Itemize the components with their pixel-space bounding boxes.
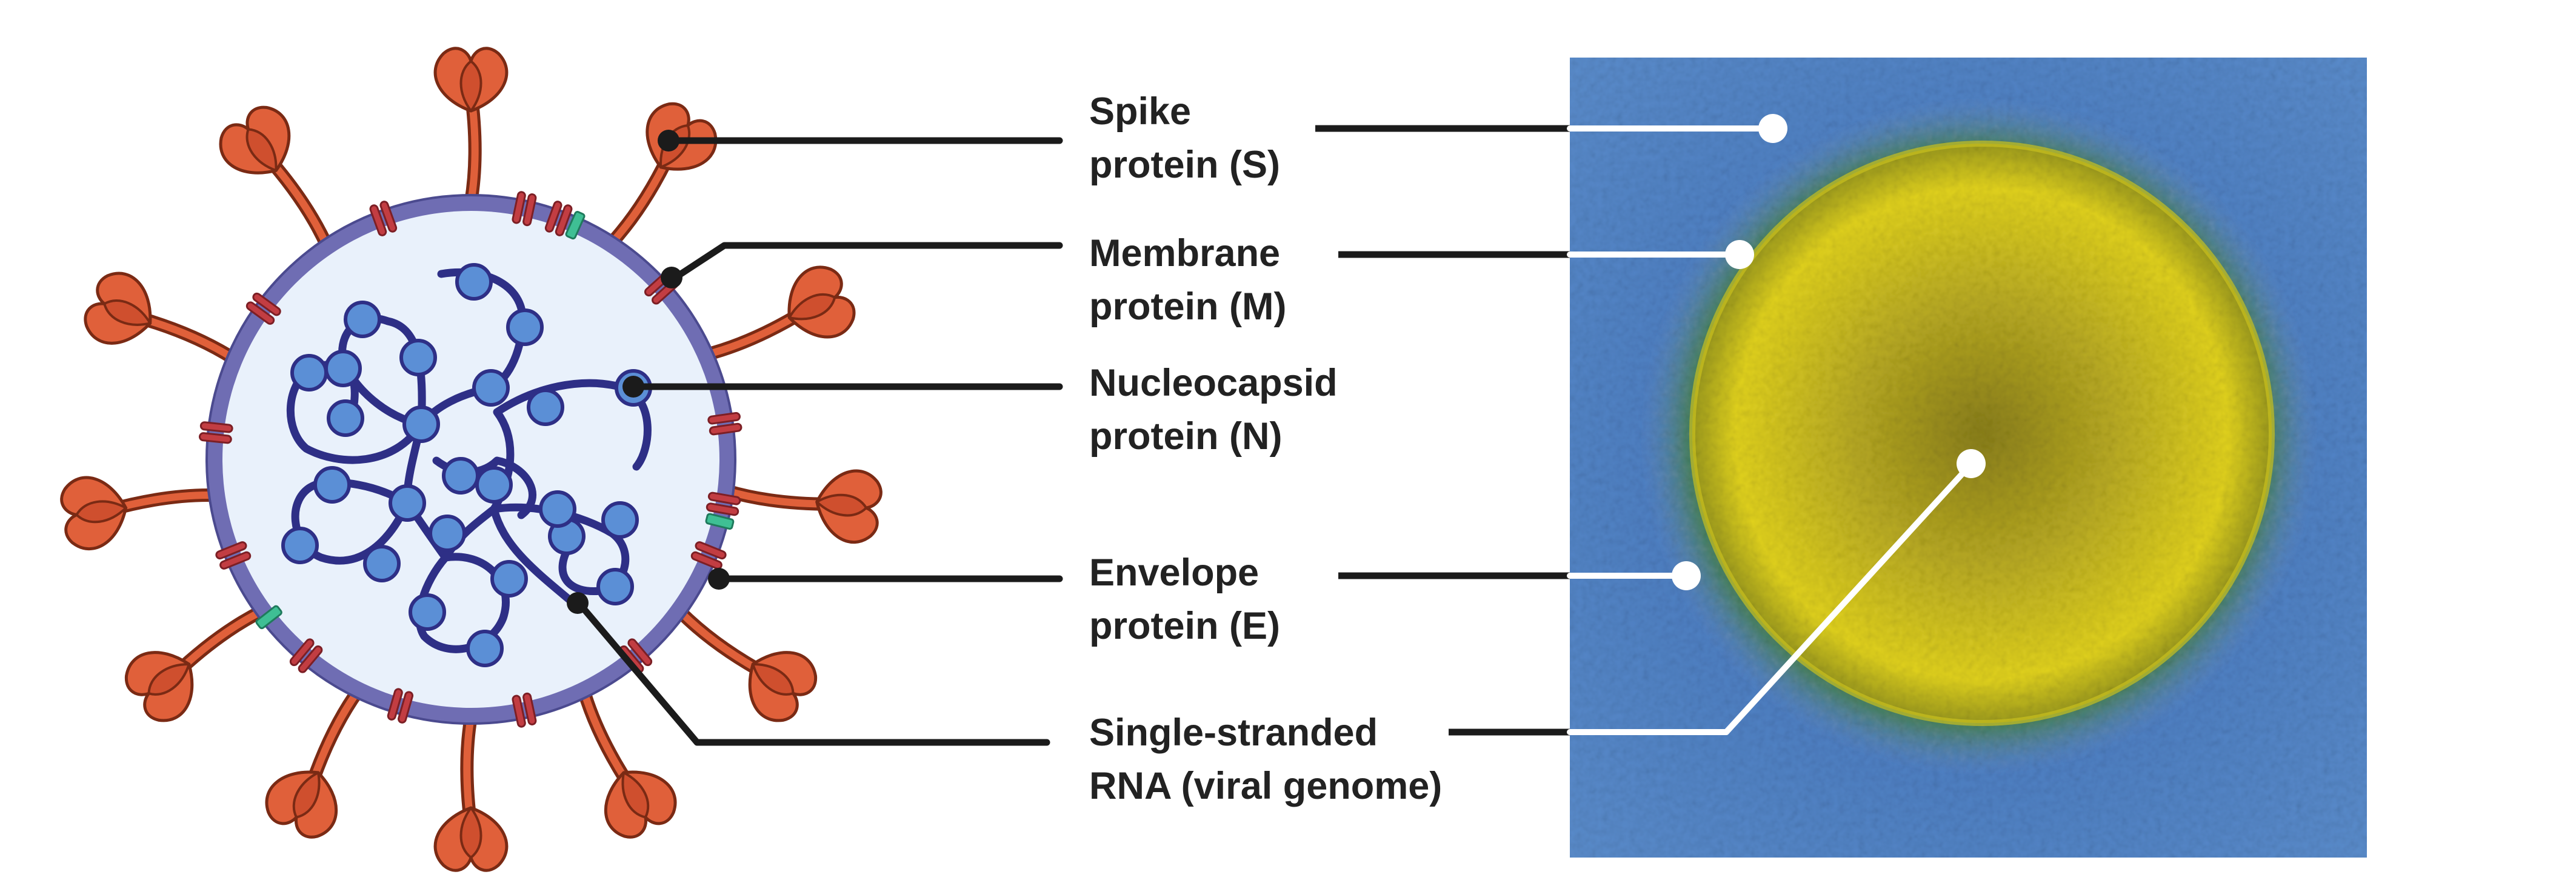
spike-protein — [435, 48, 507, 202]
membrane-pointer-dot — [661, 267, 682, 288]
envelope-label-line2: protein (E) — [1089, 605, 1280, 647]
membrane-protein — [387, 688, 414, 724]
spike-label-line2: protein (S) — [1089, 144, 1280, 186]
nucleocapsid-protein — [601, 501, 639, 539]
envelope-protein — [565, 210, 586, 240]
left-leader-lines — [575, 137, 1063, 746]
electron-micrograph — [1570, 58, 2367, 858]
spike-protein-label: Spike protein (S) — [1089, 85, 1280, 192]
membrane-protein-label: Membrane protein (M) — [1089, 227, 1286, 333]
micrograph-pointers — [1567, 114, 1986, 735]
membrane-label-line2: protein (M) — [1089, 285, 1287, 328]
nucleocapsid-protein — [281, 527, 319, 564]
nucleocapsid-protein — [596, 568, 634, 605]
nucleocapsid-proteins — [281, 263, 652, 667]
envelope-pointer-dot — [708, 568, 730, 590]
nucleocapsid-protein — [363, 545, 401, 582]
nucleocapsid-protein — [490, 560, 528, 598]
envelope-protein — [705, 513, 735, 530]
spike-pointer-dot — [658, 130, 679, 152]
nucleocapsid-protein-label: Nucleocapsid protein (N) — [1089, 356, 1338, 463]
membrane-protein — [619, 638, 653, 673]
membrane-protein — [245, 292, 281, 325]
nucleocapsid-protein — [466, 630, 504, 667]
nucleocapsid-protein — [313, 466, 351, 504]
membrane-protein — [215, 541, 252, 570]
right-leader-lines — [1315, 125, 1573, 736]
nucleocapsid-protein — [399, 339, 437, 376]
nucleocapsid-protein — [290, 354, 328, 392]
rna-label-line2: RNA (viral genome) — [1089, 765, 1443, 807]
rna-leader-line — [575, 599, 1050, 746]
membrane-protein — [706, 491, 741, 516]
nucleocapsid-protein — [344, 301, 381, 338]
nucleocapsid-protein — [472, 369, 510, 407]
nucleocapsid-pointer-dot — [622, 376, 644, 398]
nucleocapsid-protein — [389, 484, 426, 522]
membrane-protein — [544, 201, 573, 236]
membrane-protein — [690, 541, 727, 570]
micro-envelope-pointer-dot — [1672, 561, 1701, 590]
nucleocapsid-protein — [429, 515, 466, 552]
membrane-protein — [512, 692, 537, 728]
spike-protein — [722, 455, 884, 545]
envelope-protein — [255, 605, 282, 630]
nucleocapsid-protein — [402, 405, 440, 443]
virus-schematic — [59, 48, 883, 870]
nucleocapsid-protein — [324, 350, 362, 387]
nucleocapsid-protein — [539, 490, 576, 528]
nucleocapsid-protein — [442, 457, 479, 495]
left-pointer-dots — [567, 130, 730, 614]
membrane-protein — [289, 638, 323, 673]
membrane-protein — [369, 201, 398, 236]
membrane-proteins — [198, 191, 742, 728]
rna-pointer-dot — [567, 592, 589, 614]
nucleocapsid-protein — [475, 466, 513, 504]
rna-genome-label: Single-stranded RNA (viral genome) — [1089, 706, 1442, 813]
nucleocapsid-protein — [409, 593, 446, 631]
spike-protein — [59, 460, 221, 552]
membrane-protein — [198, 421, 233, 444]
spike-label-line1: Spike — [1089, 90, 1192, 133]
spike-protein — [435, 717, 507, 870]
envelope-label-line1: Envelope — [1089, 551, 1260, 594]
nucleocapsid-label-line2: protein (N) — [1089, 415, 1283, 458]
envelope-protein-label: Envelope protein (E) — [1089, 546, 1280, 653]
membrane-protein — [707, 412, 742, 436]
envelope-proteins — [255, 210, 735, 630]
nucleocapsid-protein — [327, 399, 364, 437]
micro-membrane-pointer-dot — [1725, 240, 1754, 269]
nucleocapsid-protein — [455, 263, 493, 301]
rna-label-line1: Single-stranded — [1089, 711, 1378, 754]
membrane-label-line1: Membrane — [1089, 232, 1281, 275]
micro-rna-pointer-line — [1567, 462, 1973, 735]
micro-rna-pointer-dot — [1957, 449, 1986, 478]
membrane-leader-line — [668, 242, 1063, 284]
nucleocapsid-label-line1: Nucleocapsid — [1089, 362, 1338, 404]
nucleocapsid-protein — [527, 388, 564, 426]
nucleocapsid-protein — [506, 308, 544, 346]
micro-spike-pointer-dot — [1758, 114, 1787, 143]
membrane-protein — [512, 191, 537, 227]
